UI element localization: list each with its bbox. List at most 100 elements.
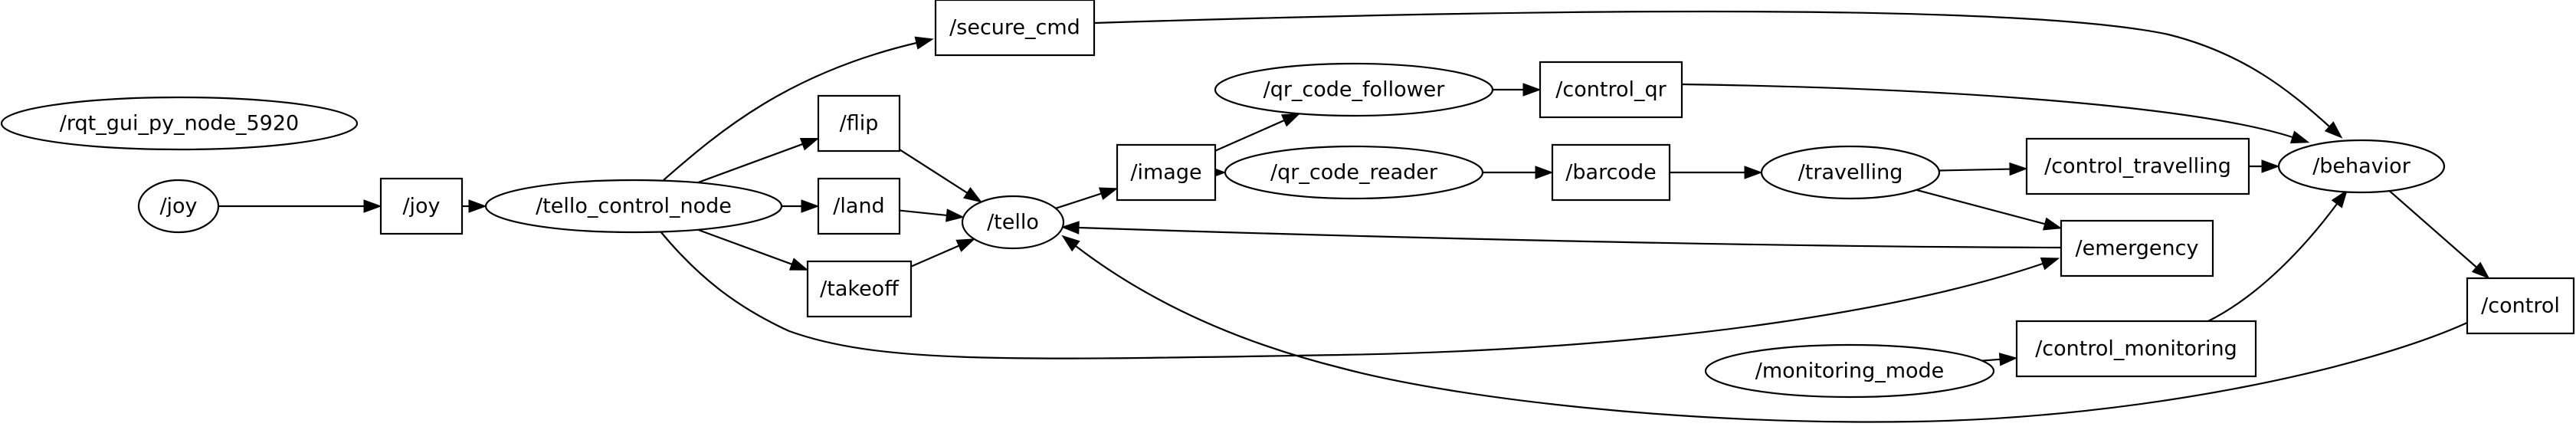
edge-tello-control-node-to-secure-cmd-arrowhead [914, 36, 934, 50]
edge-emergency-to-tello-line [1078, 226, 2062, 249]
edge-qr-code-follower-to-control-qr [1493, 83, 1542, 97]
topic-land[interactable]: /land [817, 177, 901, 235]
topic-box [379, 177, 464, 235]
topic-joy-topic[interactable]: /joy [379, 177, 464, 235]
edge-behavior-to-control-line [2388, 190, 2477, 268]
topic-label-joy-topic: /joy [402, 195, 440, 218]
edge-monitoring-mode-to-control-monitoring-arrowhead [1998, 353, 2018, 366]
node-behavior[interactable]: /behavior [2277, 139, 2446, 194]
edge-image-to-qr-code-follower-line [1214, 120, 1285, 152]
edge-tello-control-node-to-takeoff-line [697, 228, 792, 265]
edge-barcode-to-travelling [1670, 166, 1763, 179]
edge-image-to-qr-code-follower-arrowhead [1280, 113, 1301, 127]
topic-control-travelling[interactable]: /control_travelling [2025, 137, 2250, 195]
topic-box [1551, 143, 1671, 202]
node-ellipse [1704, 343, 1995, 399]
edge-tello-control-node-to-land-arrowhead [801, 199, 820, 213]
edge-control-qr-to-behavior [1681, 83, 2310, 144]
topic-emergency[interactable]: /emergency [2060, 219, 2214, 277]
node-joy-node[interactable]: /joy [137, 179, 220, 234]
node-label-behavior: /behavior [2312, 155, 2411, 179]
topic-box [806, 260, 913, 318]
node-monitoring-mode[interactable]: /monitoring_mode [1704, 343, 1995, 399]
edges-layer [218, 10, 2490, 423]
edge-tello-control-node-to-emergency-line [660, 231, 2043, 359]
edge-tello-to-image-line [1055, 192, 1102, 209]
node-ellipse [961, 195, 1065, 250]
edge-emergency-to-tello [1060, 221, 2062, 249]
edge-control-to-tello-arrowhead [1061, 235, 1080, 252]
edge-travelling-to-emergency-arrowhead [2043, 217, 2063, 231]
topic-secure-cmd[interactable]: /secure_cmd [934, 0, 1096, 57]
edge-tello-to-image [1055, 187, 1119, 209]
edge-tello-control-node-to-takeoff [697, 228, 809, 271]
edge-qr-code-reader-to-barcode [1483, 166, 1554, 179]
edge-tello-control-node-to-secure-cmd-line [663, 41, 917, 181]
edge-control-monitoring-to-behavior-line [2207, 203, 2338, 322]
node-ellipse [1224, 145, 1484, 200]
node-label-qr-code-follower: /qr_code_follower [1263, 78, 1446, 102]
node-label-travelling: /travelling [1798, 161, 1903, 185]
edge-tello-control-node-to-emergency-arrowhead [2040, 257, 2060, 271]
node-ellipse [484, 179, 783, 234]
edge-qr-code-follower-to-control-qr-arrowhead [1522, 83, 1542, 97]
topic-label-takeoff: /takeoff [820, 277, 900, 301]
edge-tello-control-node-to-flip-line [697, 143, 803, 184]
node-ellipse [1760, 145, 1941, 200]
edge-emergency-to-tello-arrowhead [1060, 221, 1080, 235]
node-rqt-gui[interactable]: /rqt_gui_py_node_5920 [0, 96, 359, 151]
edge-control-monitoring-to-behavior [2207, 189, 2348, 322]
topic-box [2060, 219, 2214, 277]
topic-label-control-monitoring: /control_monitoring [2035, 337, 2237, 361]
topic-label-flip: /flip [840, 112, 879, 136]
edge-tello-control-node-to-emergency [660, 231, 2060, 359]
topic-control-qr[interactable]: /control_qr [1539, 61, 1683, 119]
edge-tello-control-node-to-takeoff-arrowhead [788, 258, 809, 271]
edge-travelling-to-control-travelling [1939, 162, 2028, 176]
topic-label-land: /land [833, 195, 884, 218]
topic-label-control-travelling: /control_travelling [2044, 155, 2231, 179]
edge-tello-control-node-to-secure-cmd [663, 36, 934, 181]
node-qr-code-follower[interactable]: /qr_code_follower [1214, 62, 1494, 117]
edge-tello-control-node-to-flip-arrowhead [799, 137, 820, 151]
topic-label-control: /control [2481, 294, 2560, 318]
node-tello-control-node[interactable]: /tello_control_node [484, 179, 783, 234]
node-ellipse [0, 96, 359, 151]
node-travelling[interactable]: /travelling [1760, 145, 1941, 200]
topic-control[interactable]: /control [2466, 277, 2575, 335]
node-tello[interactable]: /tello [961, 195, 1065, 250]
edge-joy-topic-to-tello-control-node [462, 199, 487, 213]
topic-control-monitoring[interactable]: /control_monitoring [2015, 320, 2257, 378]
edge-flip-to-tello-arrowhead [963, 186, 982, 203]
node-label-tello: /tello [987, 211, 1039, 235]
topic-box [1116, 143, 1217, 202]
edge-travelling-to-control-travelling-arrowhead [2009, 162, 2028, 176]
edge-monitoring-mode-to-control-monitoring [1981, 353, 2018, 366]
edge-behavior-to-control-arrowhead [2471, 261, 2490, 279]
node-qr-code-reader[interactable]: /qr_code_reader [1224, 145, 1484, 200]
node-ellipse [137, 179, 220, 234]
edge-travelling-to-emergency [1916, 189, 2063, 231]
edge-tello-control-node-to-flip [697, 137, 820, 184]
edge-control-to-tello [1061, 235, 2468, 423]
edge-flip-to-tello-line [899, 149, 968, 194]
topic-takeoff[interactable]: /takeoff [806, 260, 913, 318]
nodes-layer: /rqt_gui_py_node_5920/joy/joy/tello_cont… [0, 0, 2575, 399]
edge-tello-control-node-to-land [782, 199, 820, 213]
topic-barcode[interactable]: /barcode [1551, 143, 1671, 202]
node-ellipse [2277, 139, 2446, 194]
edge-secure-cmd-to-behavior [1093, 10, 2343, 139]
topic-flip[interactable]: /flip [817, 94, 901, 153]
edge-takeoff-to-tello-line [910, 245, 959, 268]
edge-monitoring-mode-to-control-monitoring-line [1981, 358, 2001, 362]
topic-image[interactable]: /image [1116, 143, 1217, 202]
edge-barcode-to-travelling-arrowhead [1744, 166, 1763, 179]
topic-box [934, 0, 1096, 57]
node-label-qr-code-reader: /qr_code_reader [1270, 161, 1438, 185]
topic-label-barcode: /barcode [1565, 161, 1656, 185]
edge-flip-to-tello [899, 149, 982, 203]
edge-takeoff-to-tello-arrowhead [955, 238, 975, 252]
topic-box [2466, 277, 2575, 335]
node-label-tello-control-node: /tello_control_node [536, 195, 732, 218]
topic-box [2015, 320, 2257, 378]
